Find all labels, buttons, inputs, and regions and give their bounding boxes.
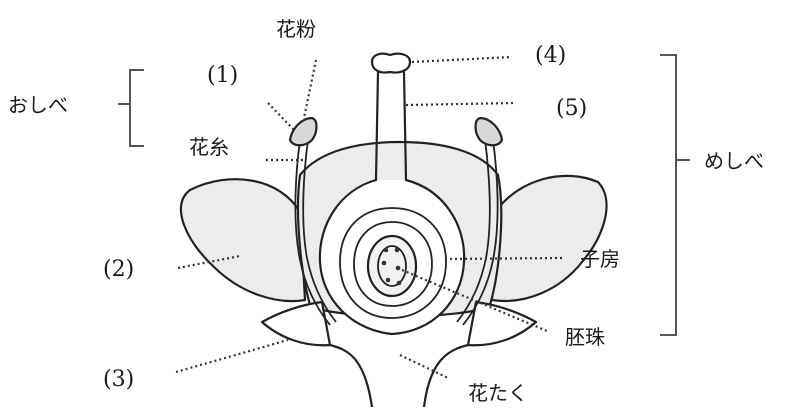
petal-left (179, 178, 307, 303)
ovule (366, 234, 418, 298)
style (374, 70, 408, 182)
leader-4 (411, 55, 513, 64)
label-num-1: (1) (207, 63, 238, 88)
receptacle (328, 343, 470, 409)
petal-right (490, 174, 608, 302)
label-num-2: (2) (103, 257, 134, 282)
stigma (370, 52, 412, 74)
ovary-inner (353, 221, 433, 307)
leader-5 (405, 101, 516, 107)
label-pollen: 花粉 (276, 17, 316, 41)
leader-3 (175, 338, 289, 374)
anther-left (288, 116, 318, 147)
ovary-mid (339, 207, 447, 319)
leader-pollen (302, 59, 318, 119)
label-ovule: 胚珠 (565, 325, 605, 349)
label-filament: 花糸 (189, 135, 229, 159)
pistil-bracket (660, 54, 690, 336)
label-num-3: (3) (103, 367, 134, 392)
label-num-4: (4) (535, 43, 566, 68)
sepal-right (466, 300, 538, 347)
stamen-bracket (118, 69, 144, 147)
ovule-dots (381, 247, 402, 286)
sepal-left (260, 300, 332, 347)
ovule-inner (377, 245, 407, 287)
filament-left (294, 139, 331, 326)
label-pistil: めしべ (704, 149, 764, 173)
filament-right (462, 139, 499, 326)
leader-1 (267, 102, 295, 131)
label-receptacle: 花たく (468, 381, 528, 405)
leader-receptacle (399, 354, 449, 379)
anther-right (474, 116, 504, 147)
label-num-5: (5) (556, 96, 587, 121)
label-ovary: 子房 (580, 247, 620, 271)
leader-2 (177, 254, 241, 270)
filament-left-inner (302, 139, 337, 323)
leader-ovule (401, 268, 548, 333)
label-stamen: おしべ (8, 93, 68, 117)
